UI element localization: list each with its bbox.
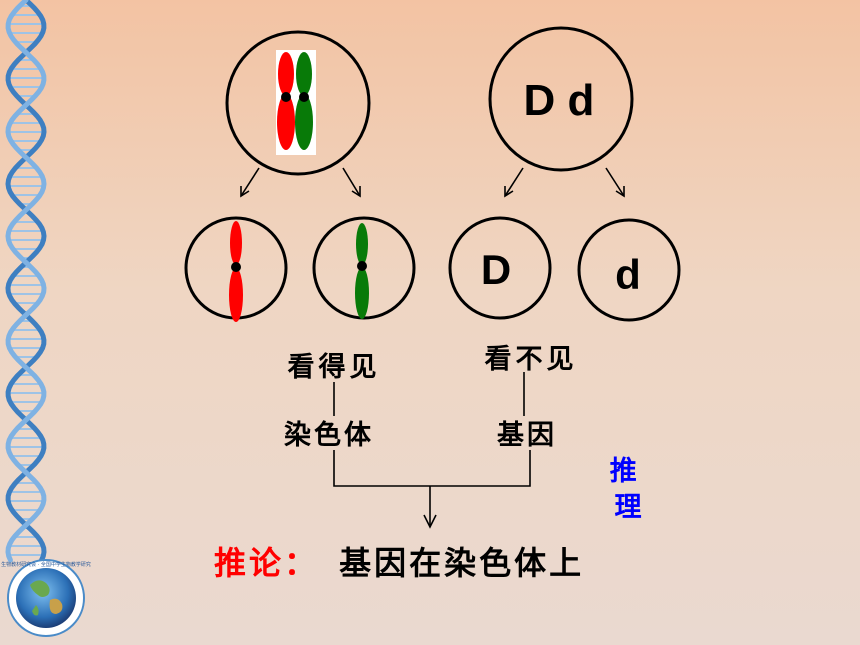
centromere-daughter-red: [231, 262, 241, 272]
dna-strand-1: [5, 0, 47, 563]
gene-label: 基因: [497, 420, 557, 451]
daughter-cell-gene-D: [448, 216, 552, 320]
conclusion-line: 推论： 基因在染色体上: [214, 544, 584, 582]
red-chromatid-lower: [229, 268, 243, 322]
green-chromosome-upper: [296, 52, 312, 96]
gene-d-label: d: [615, 251, 641, 298]
red-chromosome-lower: [277, 94, 295, 150]
connector-lines: [333, 372, 531, 529]
reasoning-tag: 推 理: [610, 456, 646, 523]
red-chromosome-upper: [278, 52, 294, 96]
centromere-red: [281, 92, 291, 102]
dna-helix-icon: [5, 0, 47, 563]
globe-logo-icon: 生物教材研究会 · 全国中学生物教学研究: [1, 559, 91, 637]
parent-genes-label: D d: [524, 76, 595, 125]
invisible-label: 看不见: [485, 344, 578, 375]
parent-cell-gene: [488, 26, 634, 172]
centromere-green: [299, 92, 309, 102]
red-chromatid-upper: [230, 221, 242, 265]
globe-logo-text: 生物教材研究会 · 全国中学生物教学研究: [1, 561, 91, 568]
centromere-daughter-green: [357, 261, 367, 271]
daughter-cell-green: [312, 216, 416, 320]
visible-label: 看得见: [288, 352, 381, 383]
chromosome-label: 染色体: [284, 419, 374, 451]
parent-cell-chromosome: [225, 30, 371, 176]
green-chromosome-lower: [295, 94, 313, 150]
daughter-cell-gene-d: [577, 218, 681, 322]
gene-D-label: D: [481, 246, 511, 293]
dna-strand-2: [5, 0, 47, 563]
green-chromatid-upper: [356, 223, 368, 265]
green-chromatid-lower: [355, 267, 369, 319]
split-arrows: [240, 167, 625, 198]
conclusion-prefix: 推论：: [214, 544, 319, 582]
conclusion-text: 基因在染色体上: [339, 544, 584, 582]
